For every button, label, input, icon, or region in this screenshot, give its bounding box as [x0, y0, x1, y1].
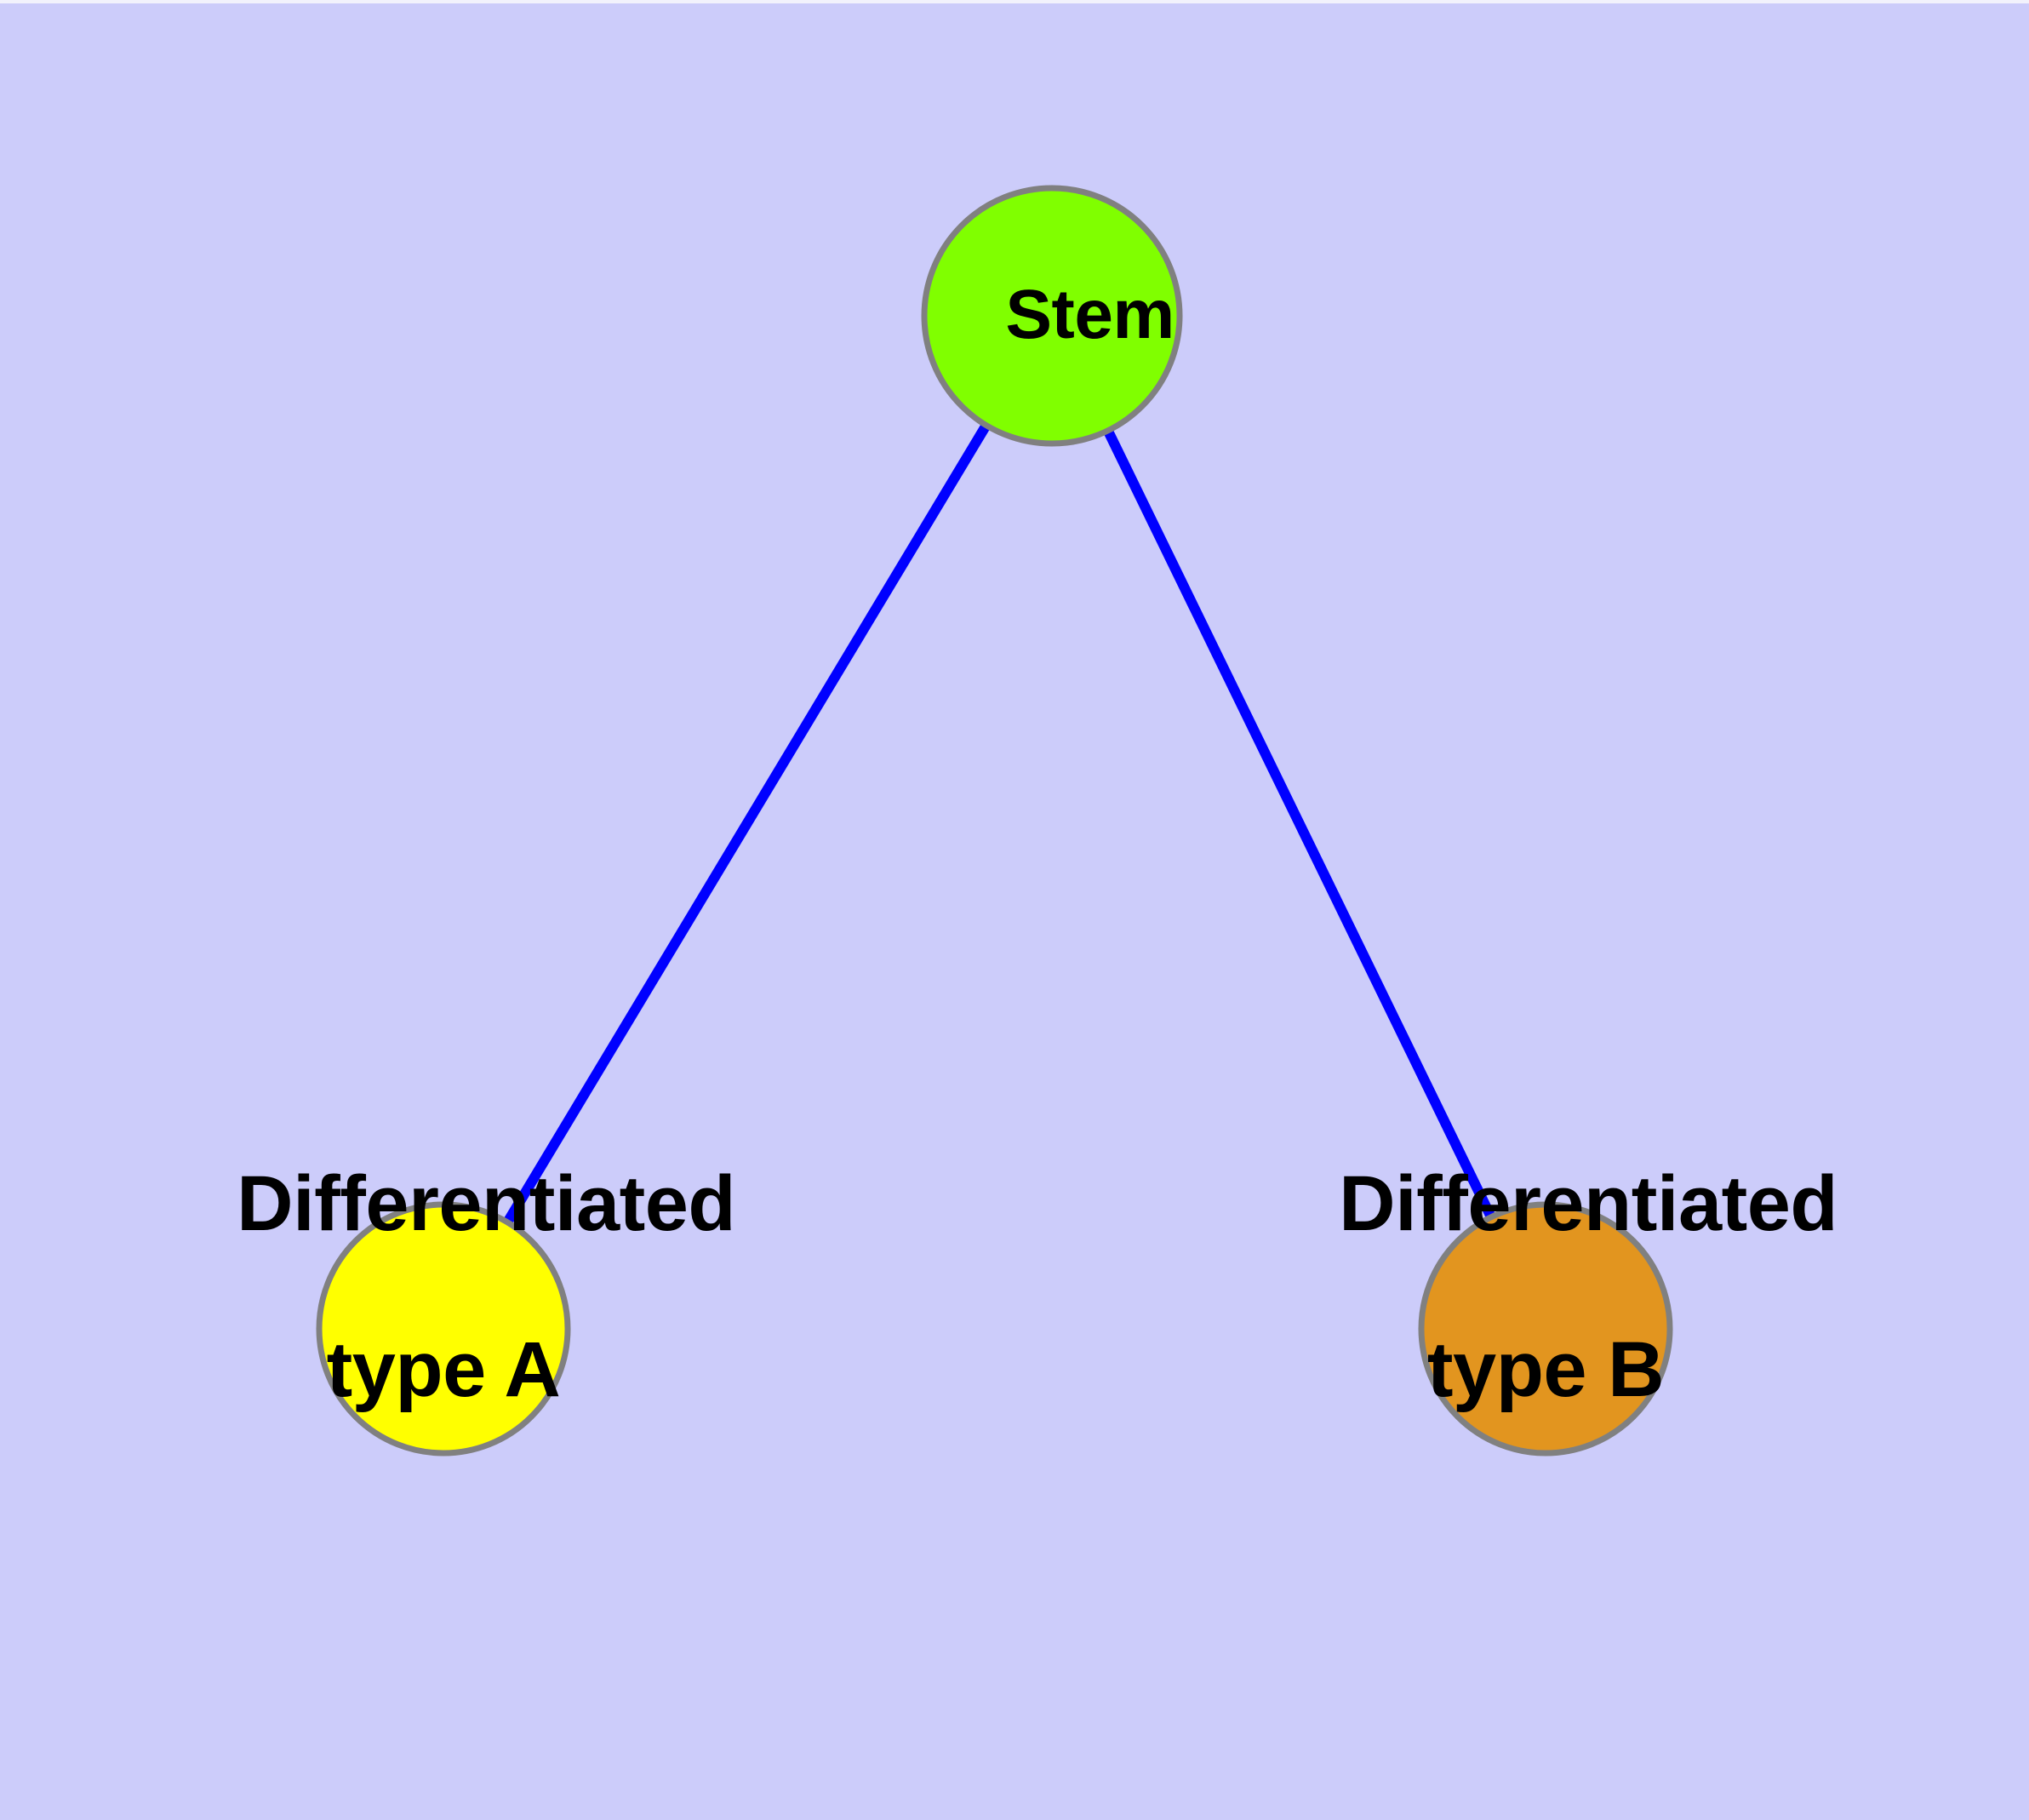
node-layer: [316, 185, 1673, 1457]
edge-stem-to-diff-b: [1047, 313, 1551, 1331]
edge-stem-to-diff-a: [438, 312, 1057, 1332]
edge-layer: [438, 312, 1551, 1332]
node-circle-stem[interactable]: [921, 185, 1183, 447]
canvas-top-border: [0, 0, 2029, 3]
node-circle-diff-b[interactable]: [1418, 1201, 1673, 1457]
node-circle-diff-a[interactable]: [316, 1201, 571, 1457]
